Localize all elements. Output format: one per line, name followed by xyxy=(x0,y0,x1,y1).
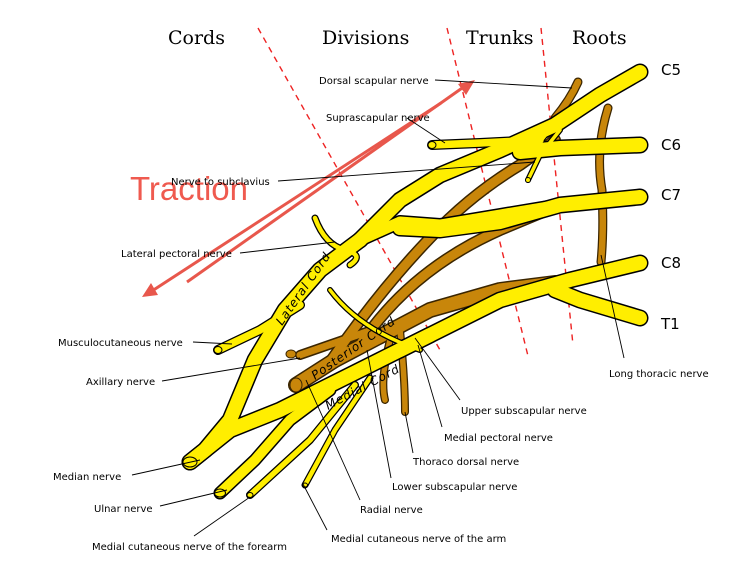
axillary-nerve-label: Axillary nerve xyxy=(86,377,155,388)
suprascapular-nerve-label: Suprascapular nerve xyxy=(326,113,430,124)
thoraco-dorsal-nerve-label: Thoraco dorsal nerve xyxy=(412,457,519,468)
traction-arrows xyxy=(142,80,475,297)
root-c7-label: C7 xyxy=(661,186,681,204)
cords-divisions-divider xyxy=(257,27,441,351)
region-headers: Cords Divisions Trunks Roots xyxy=(168,27,627,49)
arrow-head-down-icon xyxy=(142,283,158,297)
lower-subscapular-nerve-label: Lower subscapular nerve xyxy=(392,482,517,493)
root-c6-label: C6 xyxy=(661,136,681,154)
medial-pectoral-nerve-label: Medial pectoral nerve xyxy=(444,433,553,444)
anterior-pathways xyxy=(181,63,649,500)
header-divisions: Divisions xyxy=(322,27,409,49)
median-nerve-label: Median nerve xyxy=(53,472,121,483)
root-c5-label: C5 xyxy=(661,61,681,79)
upper-subscapular-nerve-label: Upper subscapular nerve xyxy=(461,406,587,417)
radial-nerve-label: Radial nerve xyxy=(360,505,423,516)
leader-lines xyxy=(131,79,625,537)
traction-arrow-down xyxy=(151,101,442,293)
root-labels: C5 C6 C7 C8 T1 xyxy=(660,61,681,333)
musculocutaneous-nerve-label: Musculocutaneous nerve xyxy=(58,338,183,349)
medial-cutaneous-arm-label: Medial cutaneous nerve of the arm xyxy=(331,534,506,545)
traction-label: Traction xyxy=(130,170,248,207)
header-roots: Roots xyxy=(572,27,627,49)
nerve-labels: Dorsal scapular nerve Suprascapular nerv… xyxy=(53,76,709,553)
medial-cutaneous-forearm-label: Medial cutaneous nerve of the forearm xyxy=(92,542,287,553)
dorsal-scapular-nerve-label: Dorsal scapular nerve xyxy=(319,76,429,87)
root-t1-label: T1 xyxy=(660,315,680,333)
lateral-cord-label: Lateral Cord xyxy=(273,249,334,327)
nerve-to-subclavius-label: Nerve to subclavius xyxy=(171,177,270,188)
header-trunks: Trunks xyxy=(466,27,534,49)
long-thoracic-nerve-label: Long thoracic nerve xyxy=(609,369,709,380)
posterior-pathways xyxy=(288,77,613,416)
ulnar-nerve-label: Ulnar nerve xyxy=(94,504,153,515)
root-c8-label: C8 xyxy=(661,254,681,272)
lateral-pectoral-nerve-label: Lateral pectoral nerve xyxy=(121,249,232,260)
arrow-head-up-icon xyxy=(458,80,475,95)
header-cords: Cords xyxy=(168,27,225,49)
